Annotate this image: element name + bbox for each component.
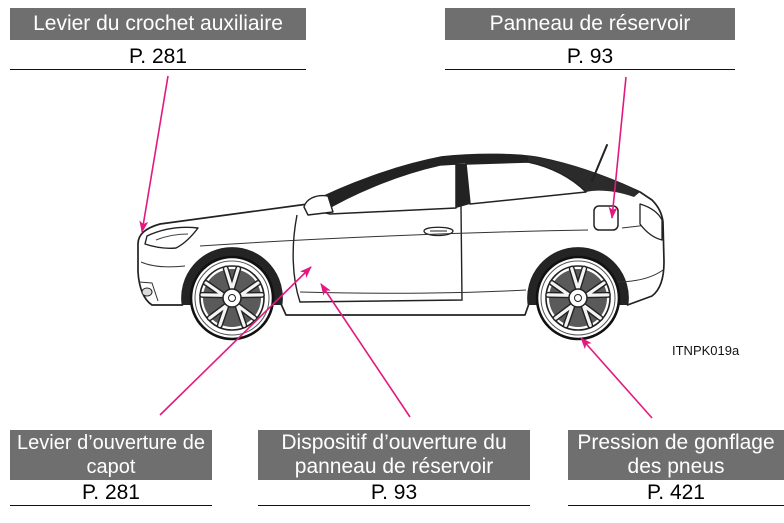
page-reference: P. 281 — [10, 480, 212, 506]
page-reference: P. 421 — [568, 480, 784, 506]
callout-title-line: Levier d’ouverture de — [17, 432, 205, 454]
callout-title-line: panneau de réservoir — [294, 455, 494, 478]
door-outline — [292, 205, 463, 303]
shoulder-crease — [199, 229, 589, 247]
taillight — [639, 203, 663, 241]
page-reference: P. 281 — [10, 40, 306, 70]
callout-title: Dispositif d’ouverture du panneau de rés… — [258, 430, 530, 480]
antenna — [591, 144, 608, 182]
callout-fuel-filler-door: Panneau de réservoir P. 93 — [445, 8, 735, 70]
front-grille-line — [140, 261, 186, 268]
headlight — [144, 226, 199, 249]
callout-hood-release-lever: Levier d’ouverture de capot P. 281 — [10, 430, 212, 506]
callout-title-line: Pression de gonflage — [577, 431, 775, 454]
callout-title: Pression de gonflage des pneus — [568, 430, 784, 480]
rear-quarter-window — [465, 161, 587, 205]
arrow-fuel-door-opener — [320, 283, 411, 418]
leader-arrows — [139, 75, 653, 419]
rear-bumper-crease — [614, 269, 664, 283]
fuel-door — [593, 205, 619, 231]
callout-fuel-door-opener: Dispositif d’ouverture du panneau de rés… — [258, 430, 530, 506]
callout-title: Levier d’ouverture de capot — [10, 430, 212, 480]
fog-lamp — [141, 287, 153, 297]
callout-title-line: des pneus — [627, 455, 725, 478]
arrow-hood-release-lever — [159, 266, 312, 416]
callout-title-line: Dispositif d’ouverture du — [281, 431, 507, 454]
callout-auxiliary-catch-lever: Levier du crochet auxiliaire P. 281 — [10, 8, 306, 70]
callout-title-line: capot — [86, 456, 136, 478]
arrow-fuel-filler-door — [608, 76, 627, 219]
callout-title: Panneau de réservoir — [445, 8, 735, 40]
page-reference: P. 93 — [258, 480, 530, 506]
headlight-inner — [155, 233, 189, 241]
page-reference: P. 93 — [445, 40, 735, 70]
front-intake — [138, 281, 159, 302]
arrow-tire-pressure — [580, 337, 653, 419]
side-mirror — [303, 194, 334, 216]
callout-tire-pressure: Pression de gonflage des pneus P. 421 — [568, 430, 784, 506]
rear-hatch-glass — [528, 156, 640, 197]
front-wheel — [191, 257, 273, 339]
callout-title: Levier du crochet auxiliaire — [10, 8, 306, 40]
rear-wheel — [537, 257, 619, 339]
arrow-auxiliary-catch-lever — [139, 75, 169, 233]
car-illustration — [137, 144, 665, 339]
figure-code: ITNPK019a — [672, 343, 740, 358]
